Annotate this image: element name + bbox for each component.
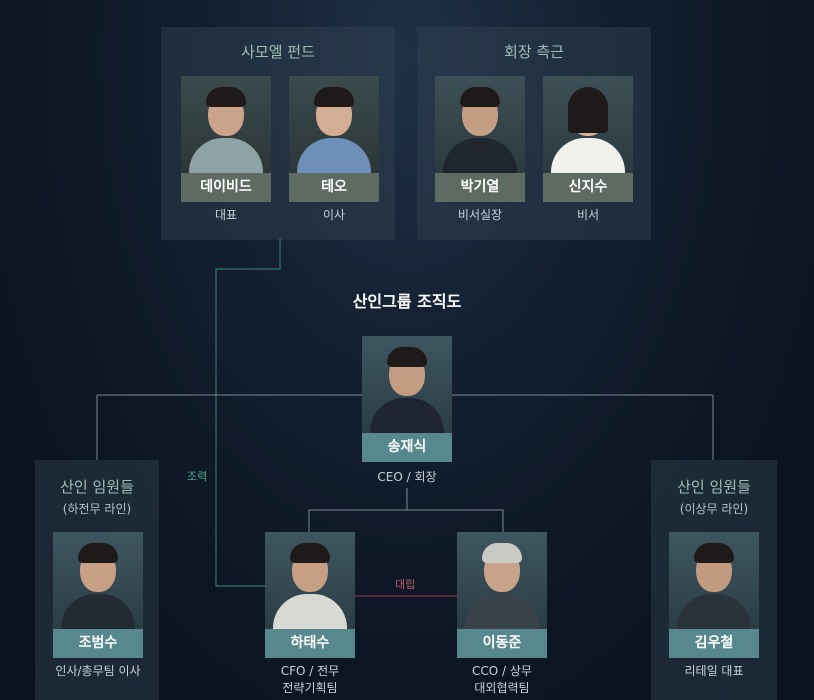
person-name: 신지수 <box>543 173 633 202</box>
person-role-line2: 전략기획팀 <box>282 681 338 695</box>
group-title: 회장 측근 <box>504 43 564 61</box>
person-name: 테오 <box>289 173 379 202</box>
group-subtitle: (하전무 라인) <box>62 502 132 516</box>
conflict-label: 대립 <box>395 578 416 591</box>
person-card-jo[interactable]: 조범수 인사/총무팀 이사 <box>53 532 143 700</box>
ceo-to-subordinates-line <box>308 509 504 532</box>
person-card-shin[interactable]: 신지수 비서 <box>543 76 633 226</box>
person-role: CEO / 회장 <box>377 470 437 484</box>
portrait <box>362 336 452 433</box>
portrait <box>435 76 525 173</box>
person-role: 비서실장 <box>457 208 503 222</box>
person-name: 하태수 <box>265 629 355 658</box>
person-card-park[interactable]: 박기열 비서실장 <box>435 76 525 226</box>
person-card-song[interactable]: 송재식 CEO / 회장 <box>362 336 452 486</box>
person-card-kim[interactable]: 김우철 리테일 대표 <box>669 532 759 700</box>
group-title: 사모엘 펀드 <box>241 43 315 61</box>
person-name: 송재식 <box>362 433 452 462</box>
person-role: 리테일 대표 <box>684 664 744 678</box>
portrait <box>53 532 143 629</box>
portrait <box>543 76 633 173</box>
person-role: CFO / 전무 전략기획팀 <box>245 663 375 697</box>
chart-title: 산인그룹 조직도 <box>352 292 462 311</box>
person-name: 데이비드 <box>181 173 271 202</box>
group-title: 산인 임원들 <box>677 478 751 496</box>
person-role-line1: CFO / 전무 <box>280 664 340 678</box>
person-name: 조범수 <box>53 629 143 658</box>
person-name: 박기열 <box>435 173 525 202</box>
group-title: 산인 임원들 <box>60 478 134 496</box>
person-role: 인사/총무팀 이사 <box>55 664 141 678</box>
cooperation-line <box>215 238 281 587</box>
portrait <box>265 532 355 629</box>
portrait <box>181 76 271 173</box>
person-role: CCO / 상무 대외협력팀 <box>437 663 567 697</box>
person-role: 대표 <box>214 208 238 222</box>
person-card-ha[interactable]: 하태수 CFO / 전무 전략기획팀 <box>265 532 355 700</box>
group-subtitle: (이상무 라인) <box>679 502 749 516</box>
person-card-teo[interactable]: 테오 이사 <box>289 76 379 226</box>
person-card-david[interactable]: 데이비드 대표 <box>181 76 271 226</box>
person-role: 이사 <box>322 208 346 222</box>
person-role: 비서 <box>576 208 600 222</box>
portrait <box>669 532 759 629</box>
cooperation-label: 조력 <box>187 470 208 483</box>
portrait <box>457 532 547 629</box>
portrait <box>289 76 379 173</box>
person-role-line1: CCO / 상무 <box>472 664 532 678</box>
person-card-lee[interactable]: 이동준 CCO / 상무 대외협력팀 <box>457 532 547 700</box>
person-name: 이동준 <box>457 629 547 658</box>
person-role-line2: 대외협력팀 <box>474 681 530 695</box>
person-name: 김우철 <box>669 629 759 658</box>
